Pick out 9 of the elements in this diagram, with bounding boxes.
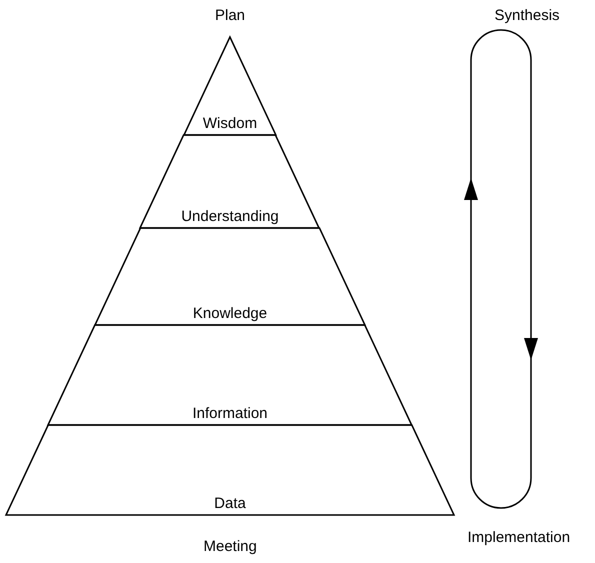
pyramid-end-label: Plan (215, 7, 246, 24)
pyramid-end-label: Meeting (204, 538, 257, 555)
layer-label: Understanding (181, 208, 279, 225)
stage-label: Synthesis (494, 7, 560, 24)
layer-label: Wisdom (202, 115, 258, 132)
layer-label: Knowledge (192, 305, 268, 322)
layer-label: Information (192, 405, 268, 422)
stage-label: Implementation (468, 529, 570, 546)
layer-label: Data (214, 495, 246, 512)
